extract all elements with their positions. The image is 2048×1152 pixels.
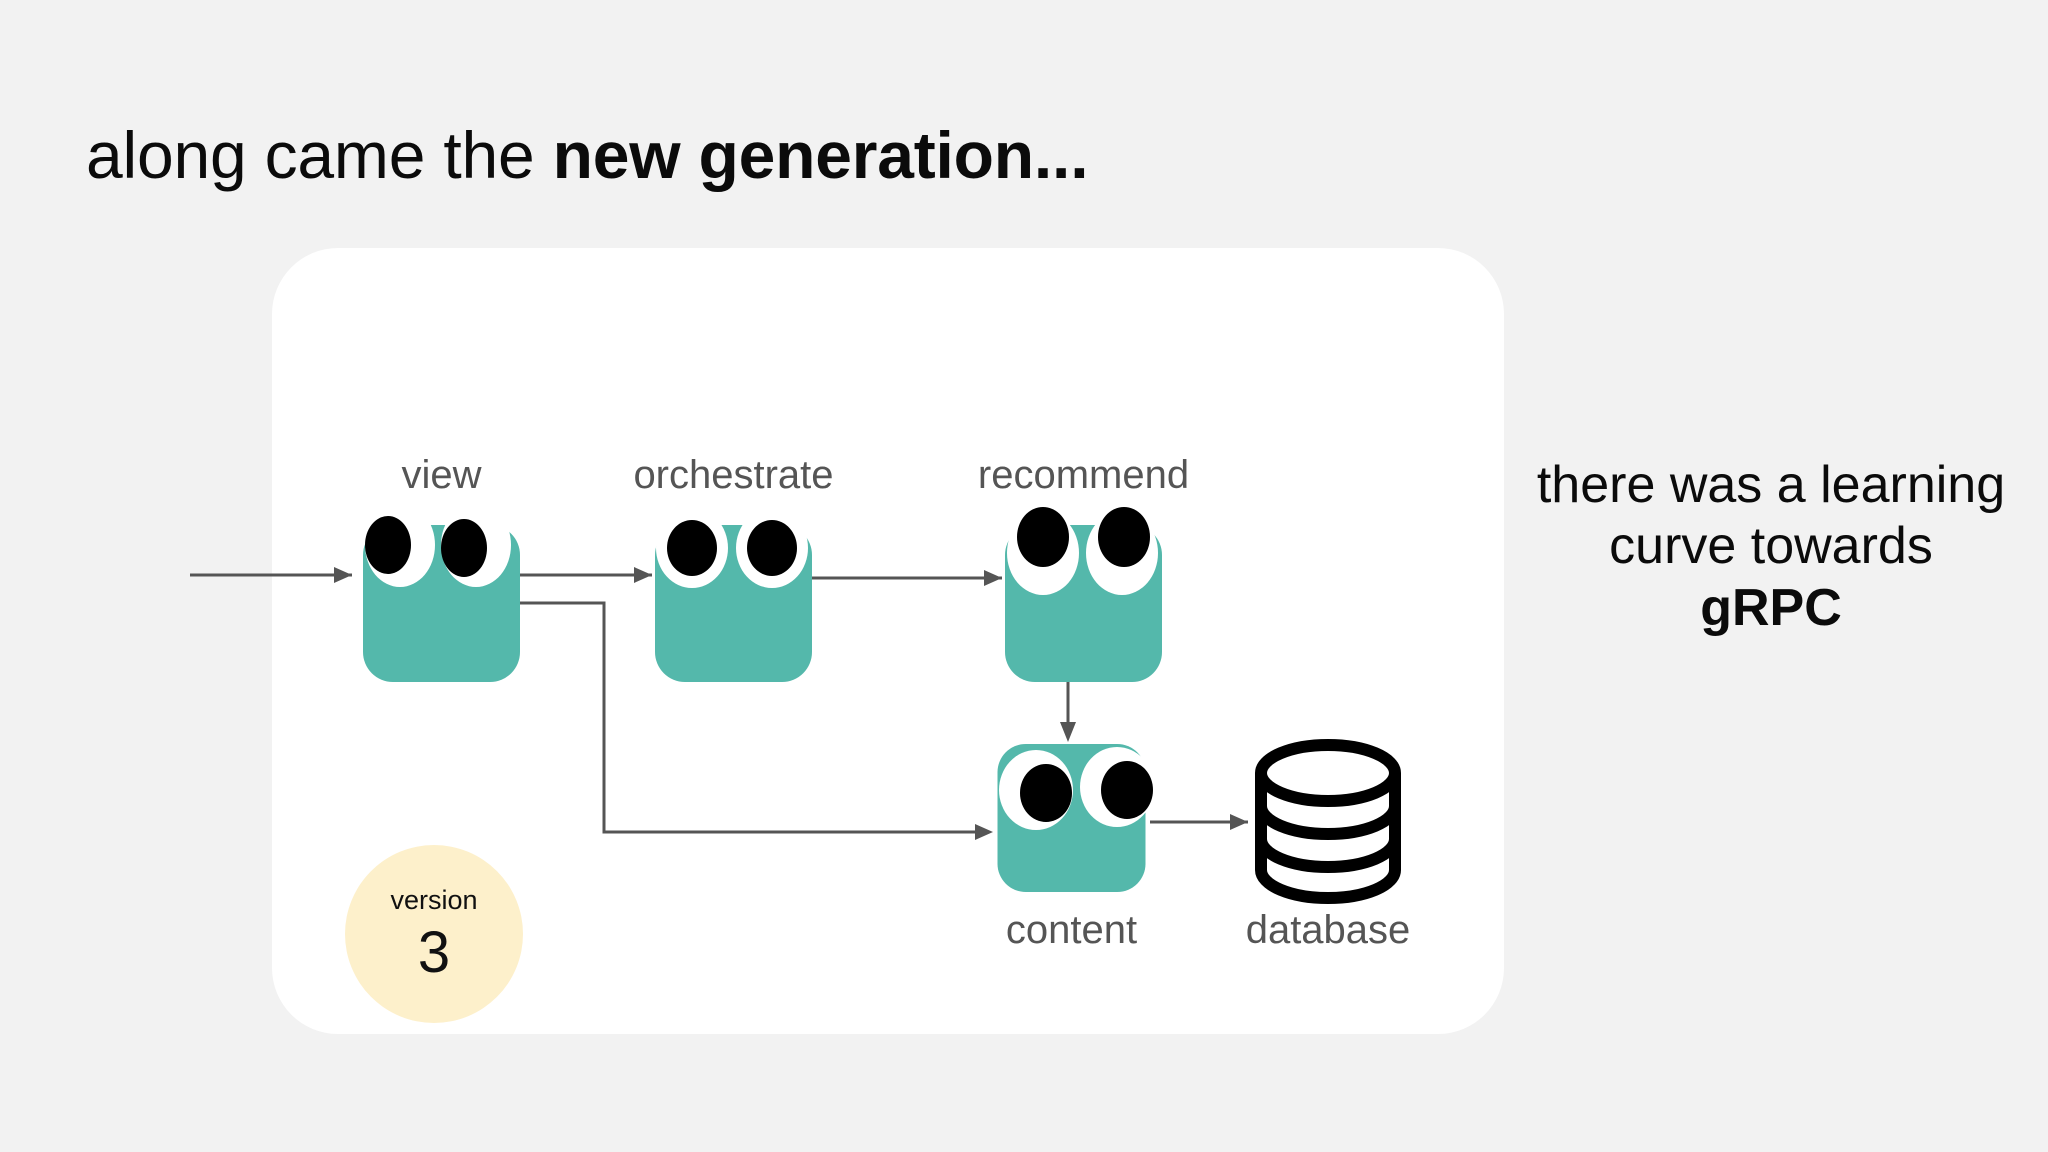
side-caption-lead: there was a learning curve towards <box>1536 456 2006 576</box>
version-badge: version 3 <box>345 845 523 1023</box>
side-caption: there was a learning curve towards gRPC <box>1536 455 2006 639</box>
page-title: along came the new generation... <box>86 122 1089 188</box>
version-badge-number: 3 <box>417 919 451 985</box>
version-badge-word: version <box>390 884 478 915</box>
node-label-view: view <box>401 453 482 497</box>
node-label-recommend: recommend <box>977 453 1190 497</box>
node-label-database: database <box>1245 908 1411 952</box>
side-caption-emphasis: gRPC <box>1700 578 1842 637</box>
page-title-emphasis: new generation... <box>552 118 1089 192</box>
node-label-orchestrate: orchestrate <box>633 453 834 497</box>
node-label-content: content <box>1005 908 1138 952</box>
page-title-lead: along came the <box>86 118 553 192</box>
